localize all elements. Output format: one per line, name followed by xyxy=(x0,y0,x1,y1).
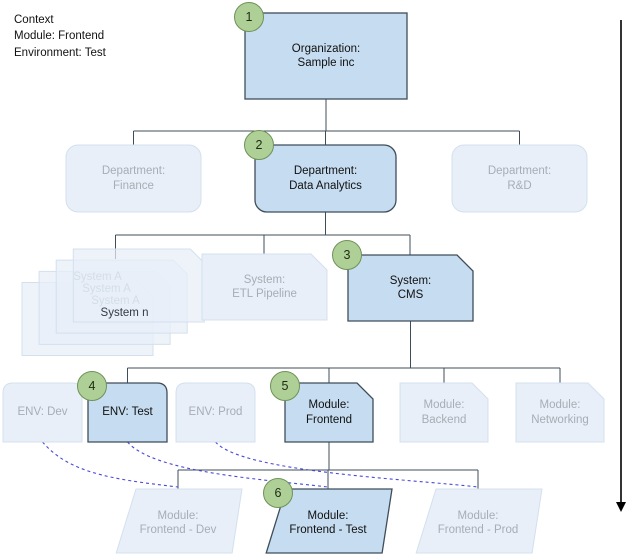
node-department-finance-shape xyxy=(65,144,202,213)
node-env-dev-shape xyxy=(2,382,83,443)
node-organization-sample-inc-shape xyxy=(244,12,408,100)
node-env-prod-shape xyxy=(175,382,256,443)
node-module-frontend-prod-shape xyxy=(415,488,543,554)
step-badge-2[interactable]: 2 xyxy=(244,130,274,160)
node-department-rd-shape xyxy=(451,144,588,213)
context-block: Context Module: Frontend Environment: Te… xyxy=(14,14,106,59)
node-module-backend-shape xyxy=(399,382,489,443)
node-module-frontend-test-shape xyxy=(265,488,393,554)
node-module-frontend-dev-shape xyxy=(115,488,243,554)
step-badge-3[interactable]: 3 xyxy=(332,240,362,270)
step-badge-1[interactable]: 1 xyxy=(234,2,264,32)
step-badge-5[interactable]: 5 xyxy=(270,371,300,401)
node-system-cms-shape xyxy=(347,254,474,322)
node-system-stack-shape xyxy=(21,248,205,356)
node-module-frontend-shape xyxy=(284,382,374,443)
step-badge-6[interactable]: 6 xyxy=(263,478,293,508)
node-system-etl-pipeline-shape xyxy=(201,253,328,321)
node-module-networking-shape xyxy=(515,382,605,443)
drilldown-arrow xyxy=(616,20,626,512)
step-badge-4[interactable]: 4 xyxy=(77,371,107,401)
node-department-data-analytics-shape xyxy=(254,144,397,213)
